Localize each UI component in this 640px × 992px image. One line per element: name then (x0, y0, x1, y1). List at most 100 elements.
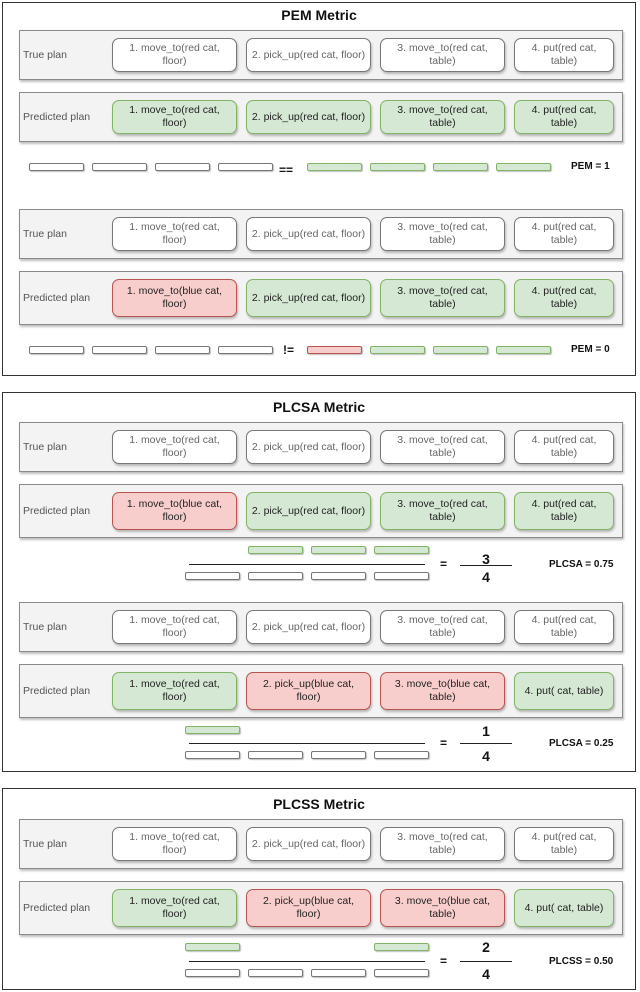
plan-step: 3. move_to(red cat, table) (380, 430, 505, 464)
fraction-bar (189, 743, 425, 744)
true-plan-row: True plan 1. move_to(red cat, floor) 2. … (19, 30, 623, 80)
mini-step (374, 572, 429, 580)
fraction-bar (189, 961, 425, 962)
mini-step (248, 751, 303, 759)
mini-step-correct (185, 943, 240, 951)
pem-panel: PEM Metric True plan 1. move_to(red cat,… (2, 2, 636, 376)
plan-step: 2. pick_up(red cat, floor) (246, 610, 371, 644)
plan-step-correct: 2. pick_up(red cat, floor) (246, 279, 371, 317)
numerator: 2 (482, 939, 490, 955)
panel-title: PLCSA Metric (272, 399, 366, 415)
plan-step-incorrect: 3. move_to(blue cat, table) (380, 672, 505, 710)
mini-step (311, 572, 366, 580)
plan-step-correct: 3. move_to(red cat, table) (380, 279, 505, 317)
true-plan-row: True plan 1. move_to(red cat, floor) 2. … (19, 209, 623, 259)
metric-result: PEM = 0 (571, 344, 610, 355)
plcsa-panel: PLCSA Metric True plan 1. move_to(red ca… (2, 392, 636, 772)
mini-step-correct (307, 163, 362, 171)
mini-step (374, 751, 429, 759)
row-label: Predicted plan (23, 902, 91, 914)
plan-step-correct: 4. put(red cat, table) (514, 279, 614, 317)
row-label: True plan (23, 441, 67, 453)
plan-step: 4. put(red cat, table) (514, 38, 614, 72)
predicted-plan-row: Predicted plan 1. move_to(blue cat, floo… (19, 484, 623, 538)
row-label: Predicted plan (23, 292, 91, 304)
plan-step-correct: 2. pick_up(red cat, floor) (246, 492, 371, 530)
row-label: Predicted plan (23, 685, 91, 697)
mini-step-correct (496, 163, 551, 171)
plan-step-correct: 1. move_to(red cat, floor) (112, 672, 237, 710)
plan-step-correct: 4. put( cat, table) (514, 889, 614, 927)
plan-step: 4. put(red cat, table) (514, 430, 614, 464)
row-label: True plan (23, 228, 67, 240)
mini-step-correct (248, 546, 303, 554)
plcss-panel: PLCSS Metric True plan 1. move_to(red ca… (2, 788, 636, 990)
plan-step: 2. pick_up(red cat, floor) (246, 38, 371, 72)
plan-step: 3. move_to(red cat, table) (380, 38, 505, 72)
equality-operator: == (279, 163, 294, 177)
plan-step-correct: 4. put( cat, table) (514, 672, 614, 710)
denominator: 4 (482, 966, 490, 982)
result-fraction-bar (460, 961, 512, 962)
mini-step (218, 163, 273, 171)
predicted-plan-row: Predicted plan 1. move_to(red cat, floor… (19, 881, 623, 935)
mini-step (374, 969, 429, 977)
mini-step (218, 346, 273, 354)
numerator: 3 (482, 551, 490, 567)
mini-step-correct (433, 163, 488, 171)
mini-step-correct (185, 726, 240, 734)
plan-step-correct: 3. move_to(red cat, table) (380, 100, 505, 134)
plan-step: 2. pick_up(red cat, floor) (246, 827, 371, 861)
plan-step-correct: 2. pick_up(red cat, floor) (246, 100, 371, 134)
plan-step-incorrect: 2. pick_up(blue cat, floor) (246, 889, 371, 927)
plan-step: 3. move_to(red cat, table) (380, 217, 505, 251)
equals-sign: = (440, 736, 448, 750)
true-plan-row: True plan 1. move_to(red cat, floor) 2. … (19, 422, 623, 472)
plan-step: 1. move_to(red cat, floor) (112, 610, 237, 644)
row-label: Predicted plan (23, 111, 91, 123)
plan-step-correct: 4. put(red cat, table) (514, 100, 614, 134)
metric-result: PLCSS = 0.50 (549, 956, 614, 967)
metric-result: PLCSA = 0.75 (549, 559, 614, 570)
mini-step (92, 346, 147, 354)
mini-step-correct (311, 546, 366, 554)
plan-step-incorrect: 2. pick_up(blue cat, floor) (246, 672, 371, 710)
mini-step (29, 346, 84, 354)
plan-step: 1. move_to(red cat, floor) (112, 217, 237, 251)
plan-step-correct: 3. move_to(red cat, table) (380, 492, 505, 530)
row-label: True plan (23, 49, 67, 61)
mini-step (248, 969, 303, 977)
mini-step-correct (374, 546, 429, 554)
fraction-bar (189, 564, 425, 565)
plan-step: 1. move_to(red cat, floor) (112, 38, 237, 72)
plan-step-correct: 4. put(red cat, table) (514, 492, 614, 530)
mini-step (311, 751, 366, 759)
equals-sign: = (440, 954, 448, 968)
panel-title: PLCSS Metric (273, 796, 365, 812)
inequality-operator: != (283, 343, 295, 357)
panel-title: PEM Metric (281, 7, 357, 23)
mini-step (92, 163, 147, 171)
plan-step: 4. put(red cat, table) (514, 217, 614, 251)
plan-step: 2. pick_up(red cat, floor) (246, 217, 371, 251)
plan-step: 4. put(red cat, table) (514, 827, 614, 861)
plan-step-correct: 1. move_to(red cat, floor) (112, 100, 237, 134)
mini-step (29, 163, 84, 171)
numerator: 1 (482, 723, 490, 739)
row-label: True plan (23, 621, 67, 633)
mini-step (185, 969, 240, 977)
predicted-plan-row: Predicted plan 1. move_to(blue cat, floo… (19, 271, 623, 325)
plan-step-correct: 1. move_to(red cat, floor) (112, 889, 237, 927)
mini-step (155, 346, 210, 354)
row-label: Predicted plan (23, 505, 91, 517)
equals-sign: = (440, 557, 448, 571)
row-label: True plan (23, 838, 67, 850)
plan-step: 1. move_to(red cat, floor) (112, 430, 237, 464)
true-plan-row: True plan 1. move_to(red cat, floor) 2. … (19, 602, 623, 652)
metric-result: PEM = 1 (571, 161, 610, 172)
true-plan-row: True plan 1. move_to(red cat, floor) 2. … (19, 819, 623, 869)
metric-result: PLCSA = 0.25 (549, 738, 614, 749)
denominator: 4 (482, 748, 490, 764)
predicted-plan-row: Predicted plan 1. move_to(red cat, floor… (19, 92, 623, 142)
mini-step-incorrect (307, 346, 362, 354)
